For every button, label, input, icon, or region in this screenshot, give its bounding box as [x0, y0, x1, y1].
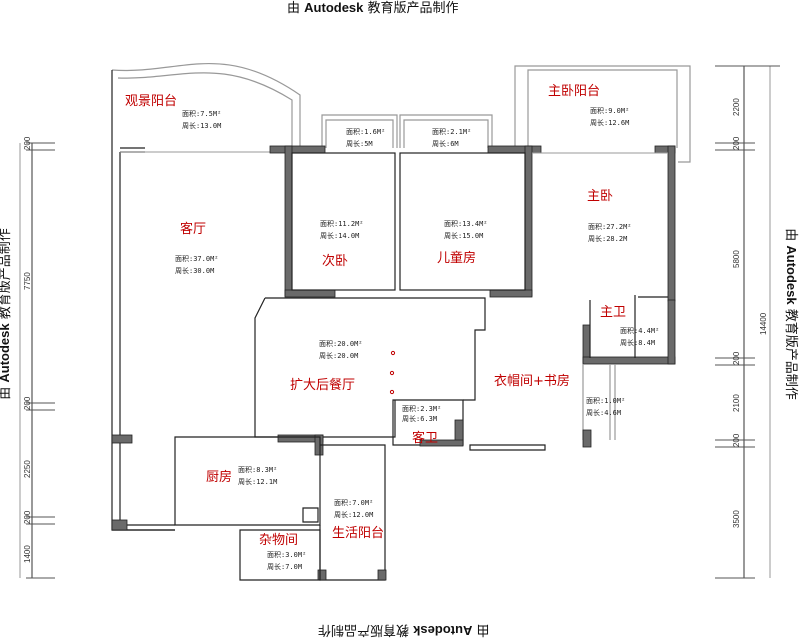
room-name: 生活阳台 [332, 526, 384, 541]
room-kids-room: 儿童房 面积:13.4M² 周长:15.0M [437, 219, 488, 266]
room-area: 面积:13.4M² [444, 219, 488, 228]
room-guest-bathroom: 客卫 面积:2.3M² 周长:6.3M [402, 404, 441, 446]
small-balcony-2: 面积:2.1M² 周长:6M [432, 127, 471, 148]
room-area: 面积:27.2M² [588, 222, 632, 231]
room-viewing-balcony: 观景阳台 面积:7.5M² 周长:13.0M [125, 94, 221, 130]
space-perimeter: 周长:6M [432, 139, 459, 148]
room-name: 衣帽间+书房 [494, 373, 570, 389]
space-area: 面积:1.0M² [586, 396, 625, 405]
watermark-prefix: 由 [287, 1, 301, 16]
room-area: 面积:9.0M² [590, 106, 629, 115]
room-area: 面积:4.4M² [620, 326, 659, 335]
room-area: 面积:7.0M² [334, 498, 373, 507]
room-master-bedroom: 主卧 面积:27.2M² 周长:28.2M [587, 189, 632, 243]
room-name: 杂物间 [259, 533, 298, 548]
dim-label: 5800 [732, 250, 741, 268]
room-area: 面积:3.0M² [267, 550, 306, 559]
room-perimeter: 周长:30.0M [175, 266, 214, 275]
small-balcony-1: 面积:1.6M² 周长:5M [346, 127, 385, 148]
room-name: 儿童房 [437, 250, 476, 266]
room-area: 面积:37.0M² [175, 254, 219, 263]
room-perimeter: 周长:12.1M [238, 477, 277, 486]
dim-label: 200 [23, 136, 32, 150]
room-name: 次卧 [322, 253, 348, 269]
dim-total-label: 14400 [759, 312, 768, 335]
room-perimeter: 周长:6.3M [402, 414, 437, 423]
ceiling-light-dots [389, 350, 396, 395]
dim-label: 2200 [732, 98, 741, 116]
room-area: 面积:20.0M² [319, 339, 363, 348]
room-name: 客卫 [412, 430, 438, 446]
room-area: 面积:11.2M² [320, 219, 364, 228]
room-living-room: 客厅 面积:37.0M² 周长:30.0M [175, 221, 219, 275]
space-area: 面积:1.6M² [346, 127, 385, 136]
room-perimeter: 周长:20.0M [319, 351, 358, 360]
room-perimeter: 周长:7.0M [267, 562, 302, 571]
dim-label: 200 [732, 351, 741, 365]
room-area: 面积:7.5M² [182, 109, 221, 118]
room-perimeter: 周长:15.0M [444, 231, 483, 240]
dim-label: 200 [732, 433, 741, 447]
room-master-bathroom: 主卫 面积:4.4M² 周长:8.4M [600, 305, 659, 347]
dim-label: 200 [23, 396, 32, 410]
dim-label: 7750 [23, 272, 32, 290]
room-name: 客厅 [180, 221, 206, 237]
left-dimension-lines [19, 142, 55, 579]
dim-label: 200 [23, 510, 32, 524]
right-dimension-lines [715, 65, 780, 579]
space-area: 面积:2.1M² [432, 127, 471, 136]
left-dimension-labels: 200 7750 200 2250 200 1400 [23, 136, 32, 563]
room-perimeter: 周长:8.4M [620, 338, 655, 347]
walls [111, 62, 691, 581]
room-master-balcony: 主卧阳台 面积:9.0M² 周长:12.6M [548, 84, 629, 127]
room-name: 主卫 [600, 305, 626, 320]
room-kitchen: 厨房 面积:8.3M² 周长:12.1M [206, 465, 277, 486]
space-perimeter: 周长:4.6M [586, 408, 621, 417]
room-area: 面积:2.3M² [402, 404, 441, 413]
room-storage: 杂物间 面积:3.0M² 周长:7.0M [259, 533, 306, 571]
room-area: 面积:8.3M² [238, 465, 277, 474]
dim-label: 2100 [732, 394, 741, 412]
room-name: 主卧 [587, 189, 613, 204]
room-dining: 扩大后餐厅 面积:20.0M² 周长:20.0M [290, 339, 363, 393]
room-perimeter: 周长:14.0M [320, 231, 359, 240]
room-perimeter: 周长:28.2M [588, 234, 627, 243]
room-name: 观景阳台 [125, 94, 177, 109]
room-perimeter: 周长:12.0M [334, 510, 373, 519]
space-perimeter: 周长:5M [346, 139, 373, 148]
watermark-suffix: 教育版产品制作 [367, 1, 459, 16]
dim-label: 3500 [732, 510, 741, 528]
room-name: 主卧阳台 [548, 84, 600, 99]
small-space-3: 面积:1.0M² 周长:4.6M [586, 396, 625, 417]
right-dimension-labels: 2200 200 5800 200 2100 200 3500 14400 [732, 98, 768, 528]
room-name: 厨房 [206, 469, 232, 485]
watermark-brand: Autodesk [304, 0, 364, 15]
dim-label: 200 [732, 136, 741, 150]
room-perimeter: 周长:12.6M [590, 118, 629, 127]
room-perimeter: 周长:13.0M [182, 121, 221, 130]
room-wardrobe-study: 衣帽间+书房 [494, 373, 570, 389]
dim-label: 2250 [23, 460, 32, 478]
dim-label: 1400 [23, 545, 32, 563]
room-service-balcony: 生活阳台 面积:7.0M² 周长:12.0M [332, 498, 384, 541]
room-second-bedroom: 次卧 面积:11.2M² 周长:14.0M [320, 219, 364, 269]
room-name: 扩大后餐厅 [290, 377, 355, 393]
watermark-top: 由 Autodesk 教育版产品制作 [287, 0, 459, 16]
